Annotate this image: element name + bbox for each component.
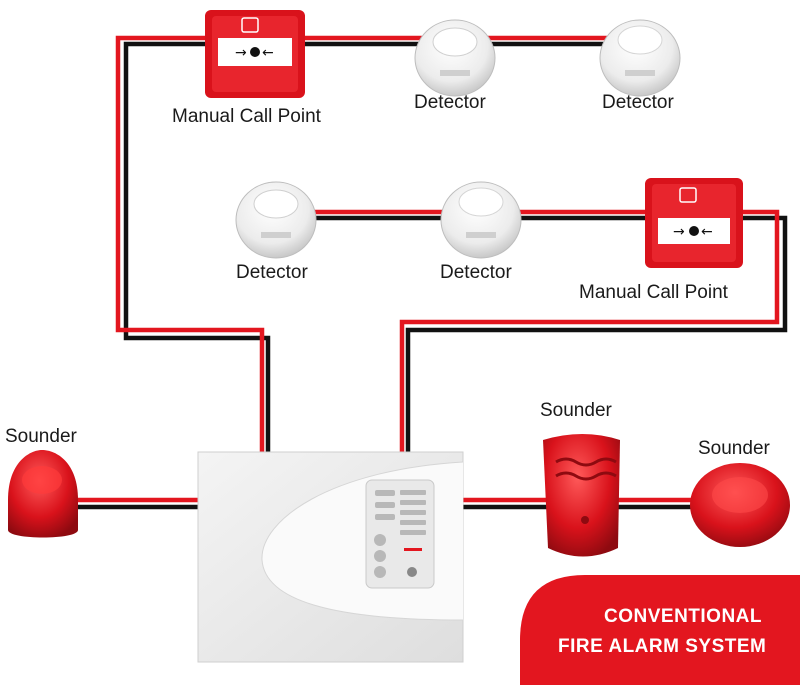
label-manual-call-point-top: Manual Call Point: [172, 106, 321, 127]
sounder-right-2: [690, 463, 790, 547]
wiring-top-loop: [115, 35, 640, 452]
control-panel: [197, 451, 464, 663]
label-manual-call-point-mid: Manual Call Point: [579, 282, 728, 303]
svg-text:→: →: [235, 45, 247, 61]
label-sounder-right-1: Sounder: [540, 400, 612, 421]
banner-title-line1: CONVENTIONAL: [604, 606, 762, 627]
sounder-left: [8, 450, 78, 538]
label-sounder-right-2: Sounder: [698, 438, 770, 459]
label-sounder-left: Sounder: [5, 426, 77, 447]
detector-top-2: [599, 19, 681, 97]
manual-call-point-top: → ←: [205, 10, 305, 98]
detector-mid-2: [440, 181, 522, 259]
banner-title-line2: FIRE ALARM SYSTEM: [558, 636, 767, 657]
manual-call-point-mid: → ←: [645, 178, 743, 268]
label-detector-top-1: Detector: [414, 92, 486, 113]
title-banner-shape: [520, 575, 800, 685]
detector-top-1: [414, 19, 496, 97]
svg-text:←: ←: [262, 45, 274, 61]
label-detector-top-2: Detector: [602, 92, 674, 113]
sounder-right-1: [543, 434, 620, 557]
label-detector-mid-2: Detector: [440, 262, 512, 283]
detector-mid-1: [235, 181, 317, 259]
svg-text:→: →: [673, 224, 685, 240]
svg-text:←: ←: [701, 224, 713, 240]
label-detector-mid-1: Detector: [236, 262, 308, 283]
